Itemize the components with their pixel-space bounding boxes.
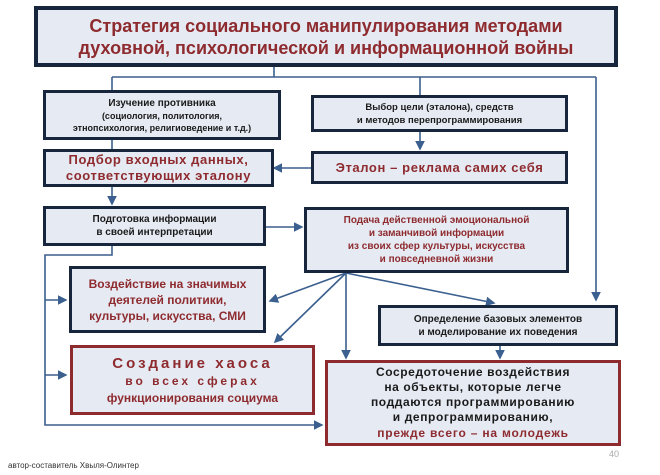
- study-enemy-box: Изучение противника (социология, политол…: [43, 90, 281, 140]
- influence-figures-line-2: деятелей политики,: [108, 292, 227, 307]
- connector-deliver-base: [345, 272, 496, 307]
- focus-line-4: и депрограммированию,: [392, 410, 554, 424]
- prepare-info-line-1: Подготовка информации: [92, 214, 217, 225]
- select-input-box: Подбор входных данных, соответствующих э…: [43, 149, 274, 187]
- deliver-info-line-1: Подача действенной эмоциональной: [343, 215, 530, 226]
- deliver-info-line-2: и заманчивой информации: [368, 228, 505, 239]
- deliver-info-line-4: и повседневной жизни: [379, 254, 494, 265]
- chaos-line-2: во всех сферах: [125, 373, 260, 388]
- prepare-info-line-2: в своей интерпретации: [96, 227, 213, 238]
- deliver-info-line-3: из своих сфер культуры, искусства: [347, 241, 526, 252]
- choose-target-line-1: Выбор цели (эталона), средств: [365, 101, 514, 113]
- etalon-box: Эталон – реклама самих себя: [311, 151, 568, 184]
- prepare-info-box: Подготовка информации в своей интерпрета…: [43, 206, 266, 246]
- connector-deliver-chaos: [273, 272, 347, 344]
- chaos-box: Создание хаоса во всех сферах функционир…: [70, 345, 315, 415]
- choose-target-line-2: и методов перепрограммирования: [356, 114, 523, 126]
- study-enemy-line-1: Изучение противника: [108, 97, 216, 109]
- title-line-1: Стратегия социального манипулирования ме…: [89, 15, 563, 36]
- influence-figures-box: Воздействие на значимых деятелей политик…: [69, 266, 266, 333]
- etalon-line-1: Эталон – реклама самих себя: [335, 159, 544, 175]
- base-elements-line-2: и моделирование их поведения: [418, 326, 578, 338]
- focus-line-1: Сосредоточение воздействия: [375, 365, 571, 379]
- focus-highlight: прежде всего – на молодежь: [377, 426, 569, 440]
- focus-line-2: на объекты, которые легче: [384, 380, 562, 394]
- base-elements-box: Определение базовых элементов и моделиро…: [378, 305, 618, 346]
- study-enemy-line-2: (социология, политология,: [101, 110, 223, 121]
- select-input-line-2: соответствующих эталону: [65, 168, 252, 183]
- connector-deliver-influence: [268, 272, 347, 303]
- base-elements-line-1: Определение базовых элементов: [413, 313, 583, 325]
- study-enemy-line-3: этнопсихология, религиоведение и т.д.): [72, 122, 252, 133]
- title-line-2: духовной, психологической и информационн…: [78, 37, 574, 58]
- influence-figures-line-1: Воздействие на значимых: [88, 276, 247, 291]
- focus-box: Сосредоточение воздействия на объекты, к…: [325, 360, 621, 446]
- connector-prepare-leftbus: [44, 246, 324, 430]
- choose-target-box: Выбор цели (эталона), средств и методов …: [311, 95, 568, 132]
- select-input-line-1: Подбор входных данных,: [68, 152, 249, 167]
- chaos-line-1: Создание хаоса: [112, 354, 273, 372]
- page-number: 40: [609, 449, 620, 459]
- influence-figures-line-3: культуры, искусства, СМИ: [89, 308, 246, 323]
- title-box: Стратегия социального манипулирования ме…: [34, 6, 618, 67]
- chaos-line-3: функционирования социума: [106, 390, 279, 405]
- author-credit: автор-составитель Хвыля-Олинтер: [8, 461, 139, 470]
- deliver-info-box: Подача действенной эмоциональной и заман…: [304, 207, 569, 273]
- focus-line-3: поддаются программированию: [370, 395, 576, 409]
